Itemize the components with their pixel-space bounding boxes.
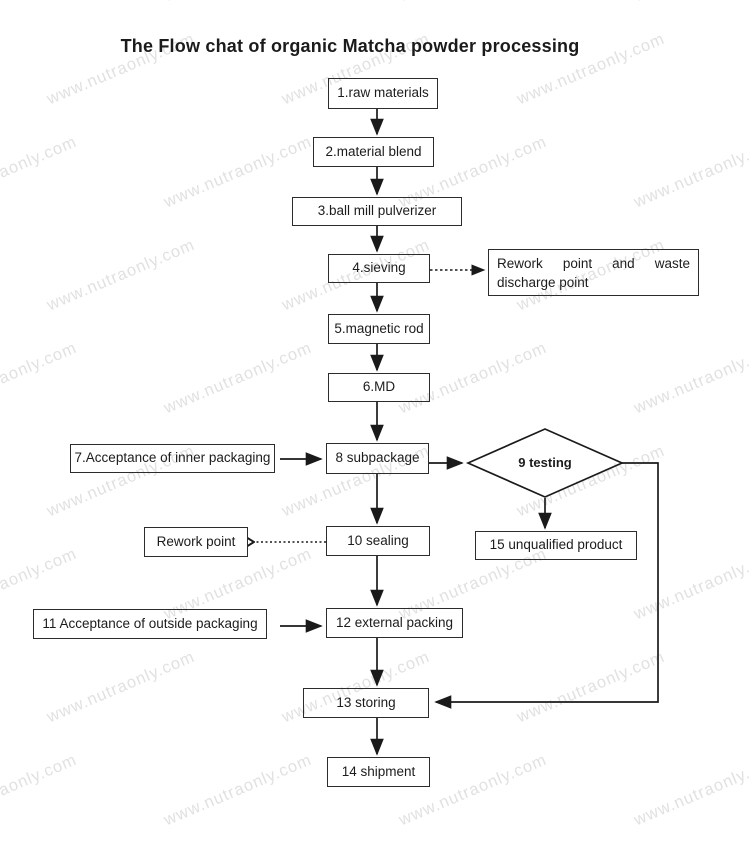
node-storing: 13 storing [303, 688, 429, 718]
node-material-blend: 2.material blend [313, 137, 434, 167]
node-inner-packaging-acceptance: 7.Acceptance of inner packaging [70, 444, 275, 473]
testing-diamond-shape [465, 428, 625, 498]
node-raw-materials: 1.raw materials [328, 78, 438, 109]
page-title: The Flow chat of organic Matcha powder p… [120, 36, 580, 56]
node-shipment: 14 shipment [327, 757, 430, 787]
node-ball-mill-pulverizer: 3.ball mill pulverizer [292, 197, 462, 226]
feedback-line-testing-to-storing [434, 462, 659, 709]
node-unqualified-product: 15 unqualified product [475, 531, 637, 560]
node-external-packing: 12 external packing [326, 608, 463, 638]
node-rework-point: Rework point [144, 527, 248, 557]
node-sealing: 10 sealing [326, 526, 430, 556]
node-magnetic-rod: 5.magnetic rod [328, 314, 430, 344]
node-md: 6.MD [328, 373, 430, 402]
node-subpackage: 8 subpackage [326, 443, 429, 474]
node-rework-waste-discharge: Rework point and waste discharge point [488, 249, 699, 296]
node-testing-label: 9 testing [518, 455, 572, 470]
node-sieving: 4.sieving [328, 254, 430, 283]
node-outside-packaging-acceptance: 11 Acceptance of outside packaging [33, 609, 267, 639]
